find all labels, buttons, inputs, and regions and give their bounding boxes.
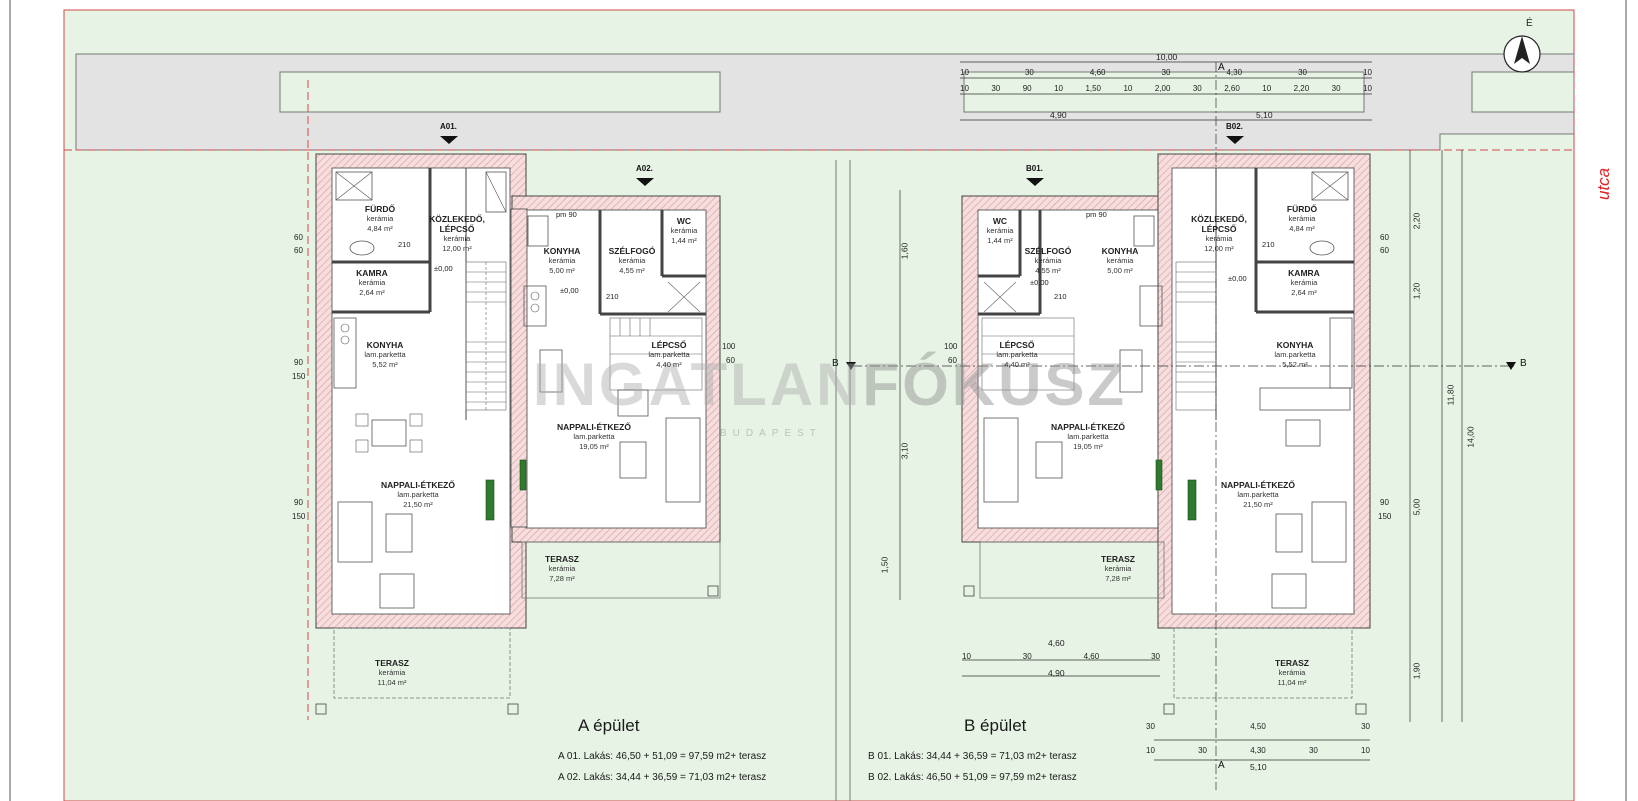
parking-a — [279, 71, 721, 113]
parking-b — [963, 71, 1365, 113]
north-compass — [1503, 35, 1541, 73]
building-b — [852, 62, 1514, 790]
section-marker-right — [1506, 362, 1516, 370]
parking-right — [1471, 71, 1575, 113]
building-a — [315, 136, 721, 715]
dimension-lines — [899, 61, 1463, 761]
section-marker-left — [846, 362, 856, 370]
